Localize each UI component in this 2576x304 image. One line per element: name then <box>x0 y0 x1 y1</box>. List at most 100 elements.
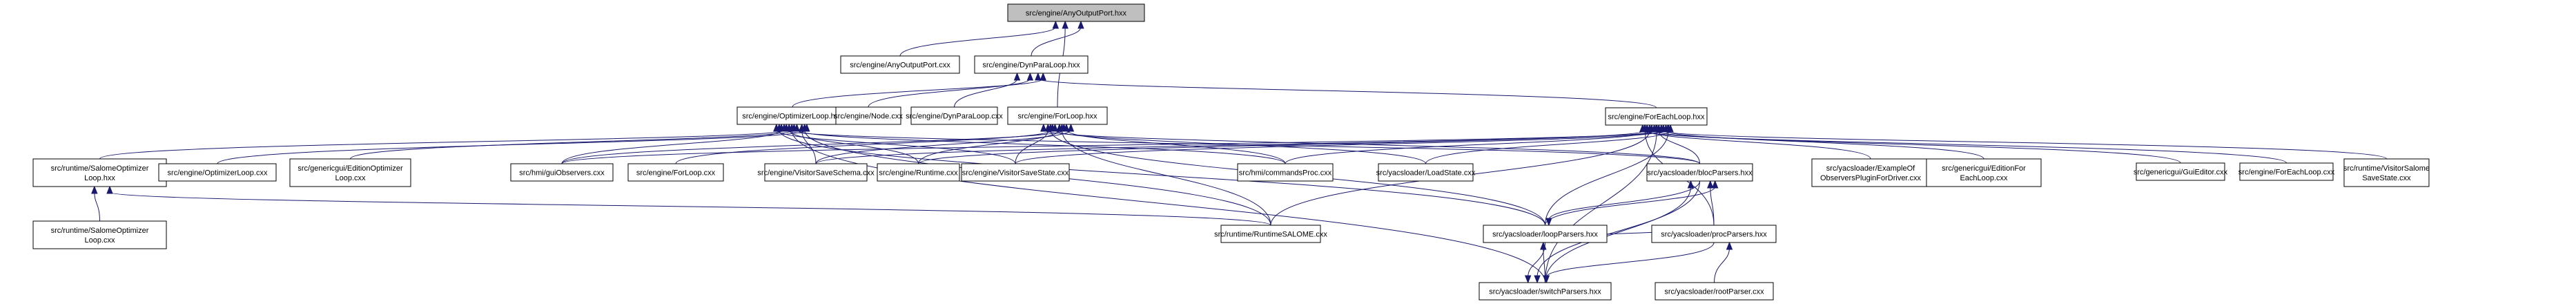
node-label: src/yacsloader/rootParser.cxx <box>1664 288 1764 296</box>
graph-node[interactable]: src/yacsloader/switchParsers.hxx <box>1479 282 1612 301</box>
node-label: EachLoop.cxx <box>1960 174 2008 182</box>
graph-node[interactable]: src/yacsloader/procParsers.hxx <box>1651 225 1777 243</box>
graph-node[interactable]: src/engine/OptimizerLoop.hxx <box>736 106 848 125</box>
graph-node[interactable]: src/hmi/commandsProc.cxx <box>1237 163 1334 182</box>
nodes-layer: src/engine/AnyOutputPort.hxx src/engine/A… <box>32 3 2430 301</box>
node-box <box>1483 225 1608 243</box>
graph-node[interactable]: src/engine/Runtime.cxx <box>877 163 960 182</box>
node-box <box>1811 158 1930 187</box>
node-label: src/engine/ForEachLoop.hxx <box>1608 113 1705 122</box>
node-label: Loop.cxx <box>84 236 115 245</box>
graph-node[interactable]: src/yacsloader/LoadState.cxx <box>1376 163 1476 182</box>
arrowhead-icon <box>1040 123 1047 132</box>
edge-switch_hxx-to-bloc_hxx <box>1545 180 1695 283</box>
node-label: src/runtime/RuntimeSALOME.cxx <box>1214 231 1327 239</box>
node-box <box>1007 3 1145 22</box>
graph-node[interactable]: src/engine/OptimizerLoop.cxx <box>158 163 277 182</box>
arrowhead-icon <box>1545 218 1552 227</box>
node-label: src/runtime/VisitorSalome <box>2343 164 2430 173</box>
node-box <box>32 220 167 249</box>
arrowhead-icon <box>781 123 788 132</box>
node-box <box>840 55 960 74</box>
node-box <box>1220 225 1321 243</box>
graph-node[interactable]: src/engine/ForEachLoop.cxx <box>2238 162 2335 181</box>
arrowhead-icon <box>1726 241 1733 250</box>
node-label: src/genericgui/EditionOptimizer <box>297 164 403 173</box>
node-box <box>1655 282 1774 301</box>
edge-vsss_cxx-to-fe_hxx <box>1658 124 2387 160</box>
graph-node[interactable]: src/yacsloader/loopParsers.hxx <box>1483 225 1608 243</box>
arrowhead-icon <box>1543 275 1550 284</box>
arrowhead-icon <box>1665 124 1672 133</box>
node-label: src/engine/Runtime.cxx <box>879 169 958 178</box>
node-box <box>1605 107 1708 126</box>
arrowhead-icon <box>1067 123 1075 132</box>
node-label: src/yacsloader/blocParsers.hxx <box>1647 169 1753 178</box>
graph-node[interactable]: src/engine/DynParaLoop.cxx <box>906 106 1003 125</box>
node-label: src/runtime/SalomeOptimizer <box>51 227 149 235</box>
arrowhead-icon <box>1524 275 1532 284</box>
edge-bloc_hxx-to-loop_hxx <box>1545 180 1700 227</box>
edge-loop_hxx-to-opt_hxx <box>776 123 1545 226</box>
edge-switch_hxx-to-fe_hxx <box>1545 124 1660 283</box>
edge-dpl_hxx-to-root <box>1031 20 1084 57</box>
node-box <box>627 163 724 182</box>
arrowhead-icon <box>1711 180 1719 189</box>
edge-loop_hxx-to-bloc_hxx <box>1545 180 1719 226</box>
node-label: Loop.hxx <box>84 174 115 182</box>
node-box <box>961 163 1070 182</box>
graph-node[interactable]: src/engine/ForLoop.cxx <box>627 163 724 182</box>
node-label: src/engine/DynParaLoop.hxx <box>982 61 1080 70</box>
node-label: src/engine/AnyOutputPort.hxx <box>1026 10 1127 18</box>
arrowhead-icon <box>1534 275 1541 284</box>
edge-opt_hxx-to-dpl_hxx <box>792 72 1046 108</box>
graph-node[interactable]: src/engine/ForEachLoop.hxx <box>1605 107 1708 126</box>
node-label: src/yacsloader/switchParsers.hxx <box>1489 288 1601 296</box>
node-label: src/engine/DynParaLoop.cxx <box>906 113 1003 121</box>
arrowhead-icon <box>1013 72 1021 81</box>
graph-node[interactable]: src/engine/ForLoop.hxx <box>1007 106 1108 125</box>
arrowhead-icon <box>1063 123 1070 132</box>
edge-for_cxx-to-for_hxx <box>675 123 1056 164</box>
edge-sol_cxx-to-sol_hxx <box>91 185 100 222</box>
node-label: src/engine/ForLoop.hxx <box>1018 113 1097 121</box>
node-box <box>1646 163 1753 182</box>
edge-fe_cxx-to-fe_hxx <box>1639 124 2287 164</box>
graph-node[interactable]: src/engine/VisitorSaveSchema.cxx <box>757 163 875 182</box>
graph-node[interactable]: src/genericgui/GuiEditor.cxx <box>2134 162 2228 181</box>
arrowhead-icon <box>91 185 98 194</box>
graph-node[interactable]: src/engine/Node.cxx <box>834 106 903 125</box>
arrowhead-icon <box>1653 124 1660 133</box>
arrowhead-icon <box>1040 72 1046 81</box>
node-label: src/genericgui/GuiEditor.cxx <box>2134 169 2228 177</box>
node-box <box>764 163 868 182</box>
node-box <box>877 163 960 182</box>
edge-fe_hxx-to-dpl_hxx <box>1035 72 1657 108</box>
arrowhead-icon <box>788 123 795 132</box>
arrowhead-icon <box>1062 20 1069 29</box>
graph-node[interactable]: src/hmi/guiObservers.cxx <box>510 163 614 182</box>
node-label: src/engine/OptimizerLoop.cxx <box>168 169 268 178</box>
graph-node[interactable]: src/yacsloader/rootParser.cxx <box>1655 282 1774 301</box>
node-box <box>158 163 277 182</box>
graph-node[interactable]: src/engine/VisitorSaveState.cxx <box>961 163 1070 182</box>
arrowhead-icon <box>793 123 801 132</box>
node-label: src/engine/VisitorSaveSchema.cxx <box>757 169 875 178</box>
graph-node[interactable]: src/runtime/RuntimeSALOME.cxx <box>1214 225 1327 243</box>
graph-node[interactable]: src/engine/AnyOutputPort.cxx <box>840 55 960 74</box>
root-node: src/engine/AnyOutputPort.hxx <box>1007 3 1145 22</box>
node-label: src/yacsloader/loopParsers.hxx <box>1492 231 1598 239</box>
arrowhead-icon <box>1658 124 1665 133</box>
edge-guiobs-to-fe_hxx <box>561 124 1672 164</box>
graph-node[interactable]: src/yacsloader/blocParsers.hxx <box>1646 163 1753 182</box>
graph-node[interactable]: src/yacsloader/ExampleOfObserversPluginF… <box>1811 158 1930 187</box>
graph-node[interactable]: src/engine/DynParaLoop.hxx <box>974 55 1089 74</box>
edge-guiobs-to-opt_hxx <box>561 123 785 164</box>
node-box <box>1237 163 1334 182</box>
edge-proc_hxx-to-switch_hxx <box>1543 242 1715 284</box>
